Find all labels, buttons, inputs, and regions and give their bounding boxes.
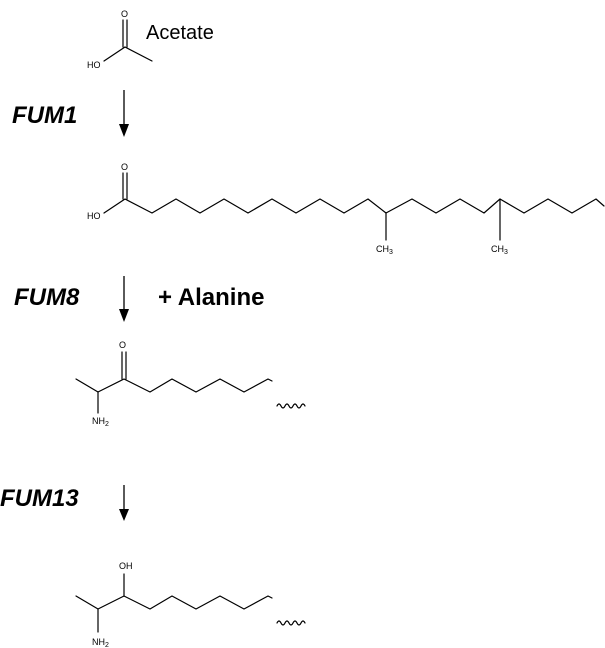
acetate-oxygen: O: [121, 9, 128, 19]
keto-oxygen: O: [119, 340, 126, 350]
methyl-label-b: CH3: [491, 244, 508, 256]
hydroxy-oxygen: OH: [119, 561, 133, 571]
fatty-acid-chain: [103, 198, 605, 214]
methyl-label-a: CH3: [376, 244, 393, 256]
keto-wavy-truncation: [276, 403, 306, 409]
keto-chain: [75, 378, 273, 393]
dimethyl-fatty-acid-structure: O HO CH3 CH3: [87, 162, 605, 256]
fatty-acid-oxygen: O: [121, 162, 128, 172]
hydroxy-amine: NH2: [92, 637, 109, 648]
enzyme-fum13: FUM13: [0, 485, 79, 512]
hydroxy-chain: [75, 595, 273, 610]
fatty-acid-hydroxyl: HO: [87, 211, 101, 221]
enzyme-fum8: FUM8: [14, 284, 80, 311]
cosubstrate-alanine: + Alanine: [158, 284, 264, 311]
reaction-arrow-1: [119, 90, 129, 137]
keto-amine: NH2: [92, 416, 109, 428]
enzyme-fum1: FUM1: [12, 102, 77, 129]
acetate-structure: O HO: [87, 9, 153, 70]
acetate-label: Acetate: [146, 22, 214, 44]
acetate-bond-oh: [103, 46, 126, 62]
reaction-arrow-3: [119, 485, 129, 521]
acetate-bond-methyl: [124, 46, 153, 62]
keto-amine-structure: O NH2: [75, 340, 306, 428]
hydroxy-amine-structure: OH NH2: [75, 561, 306, 648]
hydroxy-wavy-truncation: [276, 620, 306, 626]
acetate-hydroxyl: HO: [87, 60, 101, 70]
reaction-arrow-2: [119, 276, 129, 322]
